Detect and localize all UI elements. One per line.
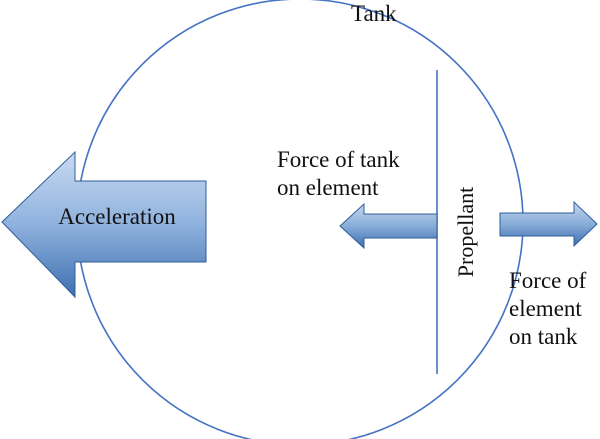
tank-label: Tank — [351, 1, 397, 26]
acceleration-arrow-icon — [1, 150, 207, 299]
force-element-on-tank-arrow-icon — [499, 200, 598, 248]
propellant-label: Propellant — [453, 186, 478, 278]
force-element-on-tank-label-line-2: element — [509, 296, 582, 321]
force-tank-on-element-label-line-1: Force of tank — [277, 147, 400, 172]
force-element-on-tank-label-line-1: Force of — [509, 268, 587, 293]
force-element-on-tank-label-line-3: on tank — [509, 324, 578, 349]
force-tank-on-element-label-line-2: on element — [277, 175, 379, 200]
force-tank-on-element-arrow-icon — [339, 202, 438, 250]
acceleration-label: Acceleration — [58, 204, 176, 229]
